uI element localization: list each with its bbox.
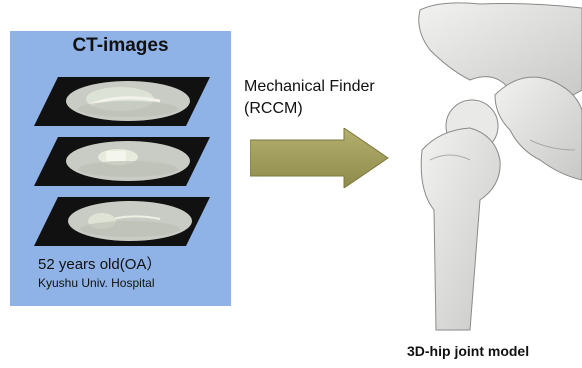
ct-slice-3 bbox=[10, 191, 231, 251]
ct-slice-1 bbox=[10, 71, 231, 131]
process-label-line2: (RCCM) bbox=[244, 98, 375, 120]
process-arrow bbox=[250, 128, 390, 193]
process-label: Mechanical Finder (RCCM) bbox=[244, 76, 375, 120]
hospital-label: Kyushu Univ. Hospital bbox=[38, 276, 155, 290]
ct-images-title: CT-images bbox=[10, 35, 231, 57]
model-label: 3D-hip joint model bbox=[407, 343, 529, 359]
ct-images-panel: CT-images 52 years old(OA） Kyushu Univ. bbox=[10, 31, 231, 306]
ct-slice-2 bbox=[10, 131, 231, 191]
hip-bone-model-icon bbox=[400, 0, 582, 345]
process-label-line1: Mechanical Finder bbox=[244, 76, 375, 98]
patient-age-label: 52 years old(OA） bbox=[38, 253, 161, 274]
